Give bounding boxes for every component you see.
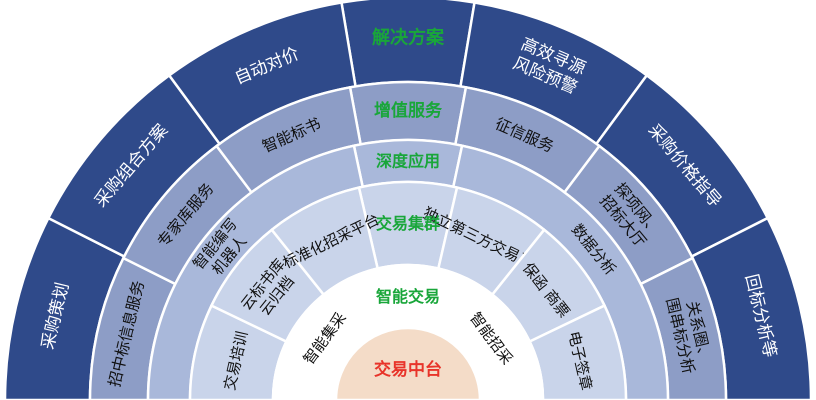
- core-hub: 交易中台: [334, 326, 482, 400]
- ring-title-deep-application: 深度应用: [376, 152, 440, 171]
- core-label: 交易中台: [374, 359, 442, 380]
- core-disc: [334, 326, 482, 400]
- ring-title-value-added: 增值服务: [374, 100, 443, 121]
- ring-value-added: 招中标信息服务专家库服务智能标书征信服务探项网、招标大厅关系圈、围串标分析增值服…: [88, 80, 728, 400]
- ring-solutions: 采购策划采购组合方案自动对价高效寻源风险预警采购价格指导回标分析等解决方案: [3, 0, 813, 400]
- ring-title-smart-trade: 智能交易: [376, 287, 440, 306]
- ring-title-solutions: 解决方案: [372, 26, 445, 48]
- ring-title-trade-cluster: 交易集群: [376, 214, 440, 233]
